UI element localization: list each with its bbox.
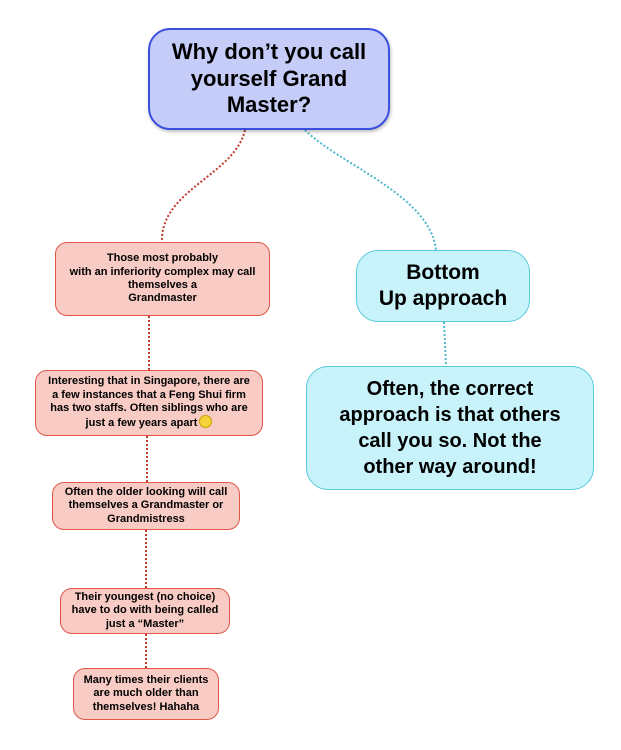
connector-root-to-inferiority bbox=[160, 129, 246, 243]
singapore-node-label: Interesting that in Singapore, there are… bbox=[48, 375, 250, 430]
bottom-up-node-label: Bottom Up approach bbox=[378, 261, 508, 310]
smiley-emoji-icon bbox=[199, 415, 213, 429]
youngest-node[interactable]: Their youngest (no choice) have to do wi… bbox=[60, 588, 230, 634]
root-node[interactable]: Why don’t you call yourself Grand Master… bbox=[148, 28, 390, 130]
inferiority-node-label: Those most probably with an inferiority … bbox=[69, 252, 256, 305]
bottom-up-node[interactable]: Bottom Up approach bbox=[356, 250, 530, 322]
singapore-node[interactable]: Interesting that in Singapore, there are… bbox=[35, 370, 263, 436]
clients-node-label: Many times their clients are much older … bbox=[83, 673, 209, 713]
older-looking-node-label: Often the older looking will call themse… bbox=[64, 485, 228, 525]
clients-node[interactable]: Many times their clients are much older … bbox=[73, 668, 219, 720]
connector-bottom-up-to-often bbox=[443, 321, 447, 367]
connector-root-to-bottom-up bbox=[304, 129, 437, 251]
root-node-label: Why don’t you call yourself Grand Master… bbox=[171, 38, 367, 118]
older-looking-node[interactable]: Often the older looking will call themse… bbox=[52, 482, 240, 530]
often-correct-node[interactable]: Often, the correct approach is that othe… bbox=[306, 366, 594, 490]
singapore-node-text: Interesting that in Singapore, there are… bbox=[48, 375, 250, 431]
often-correct-node-label: Often, the correct approach is that othe… bbox=[339, 378, 561, 478]
inferiority-node[interactable]: Those most probably with an inferiority … bbox=[55, 242, 270, 316]
youngest-node-label: Their youngest (no choice) have to do wi… bbox=[71, 590, 219, 630]
